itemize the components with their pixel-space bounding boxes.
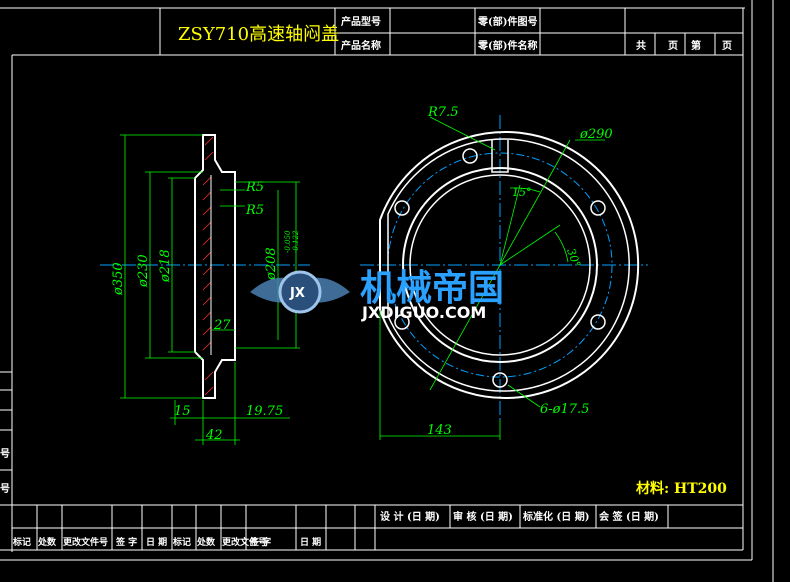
drawing-frame bbox=[0, 0, 774, 582]
watermark-brand-cn: 机械帝国 bbox=[360, 268, 504, 309]
dim-holes: 6-ø17.5 bbox=[540, 402, 589, 417]
dim-d208: ø208 bbox=[264, 247, 279, 281]
signoff-review: 审 核 (日 期) bbox=[453, 510, 513, 523]
revision-headers: 标记处数更改文件号签 字日 期标记处数更改文件号签 字日 期 bbox=[12, 536, 321, 548]
dim-d218: ø218 bbox=[158, 249, 173, 283]
revision-header: 日 期 bbox=[146, 536, 167, 548]
front-view: R7.5 ø290 15° 30° 6-ø17.5 143 bbox=[360, 105, 648, 440]
pages-label: 页 bbox=[668, 40, 678, 52]
signoff-design: 设 计 (日 期) bbox=[380, 510, 440, 523]
product-model-label: 产品型号 bbox=[341, 15, 381, 28]
revision-header: 更改文件号 bbox=[63, 536, 108, 548]
dim-angle-30: 30° bbox=[564, 247, 583, 270]
revision-header: 处数 bbox=[37, 536, 57, 548]
dim-r5-a: R5 bbox=[245, 180, 264, 195]
signoff-countersign: 会 签 (日 期) bbox=[599, 510, 659, 523]
sheet-label: 第 bbox=[691, 39, 701, 52]
dim-angle-15: 15° bbox=[512, 186, 532, 199]
dim-tol-lower: -0.122 bbox=[292, 230, 300, 253]
revision-header: 日 期 bbox=[300, 536, 321, 548]
revision-header: 更改文件号 bbox=[222, 536, 267, 548]
dim-15: 15 bbox=[174, 404, 191, 419]
dim-143: 143 bbox=[427, 423, 452, 438]
watermark-brand-en: JXDIGUO.COM bbox=[361, 303, 486, 322]
dim-r7-5: R7.5 bbox=[427, 105, 458, 120]
header-title-block bbox=[159, 8, 743, 55]
dim-r5-b: R5 bbox=[245, 203, 264, 218]
total-label: 共 bbox=[636, 39, 646, 52]
dim-42: 42 bbox=[205, 428, 223, 443]
dim-d290: ø290 bbox=[579, 127, 613, 142]
revision-header: 签 字 bbox=[115, 536, 137, 548]
part-drawing-no-label: 零(部)件图号 bbox=[477, 15, 537, 28]
revision-header: 标记 bbox=[12, 536, 31, 548]
material-label: 材料: HT200 bbox=[636, 480, 727, 497]
revision-header: 签 字 bbox=[249, 536, 271, 548]
watermark-logo: JX 机械帝国 JXDIGUO.COM bbox=[250, 268, 504, 322]
dim-27: 27 bbox=[213, 318, 231, 333]
revision-header: 标记 bbox=[172, 536, 191, 548]
gear-icon bbox=[278, 270, 322, 314]
part-title: ZSY710高速轴闷盖 bbox=[178, 24, 339, 45]
revision-header: 处数 bbox=[196, 536, 216, 548]
bottom-table bbox=[0, 371, 743, 550]
dim-d230: ø230 bbox=[136, 254, 151, 288]
sheet-pages-label: 页 bbox=[722, 40, 732, 52]
product-name-label: 产品名称 bbox=[341, 39, 381, 52]
watermark-emblem: JX bbox=[289, 286, 305, 301]
section-view: ø350 ø230 ø218 ø208 -0.050 -0.122 R5 R5 … bbox=[100, 134, 310, 445]
part-name-label: 零(部)件名称 bbox=[477, 39, 537, 52]
side-mark-1: 号 bbox=[0, 448, 10, 460]
dim-tol-upper: -0.050 bbox=[284, 230, 292, 253]
side-mark-2: 号 bbox=[0, 483, 10, 495]
signoff-standard: 标准化 (日 期) bbox=[522, 510, 589, 523]
dim-d350: ø350 bbox=[111, 262, 126, 296]
dim-19-75: 19.75 bbox=[246, 404, 283, 419]
